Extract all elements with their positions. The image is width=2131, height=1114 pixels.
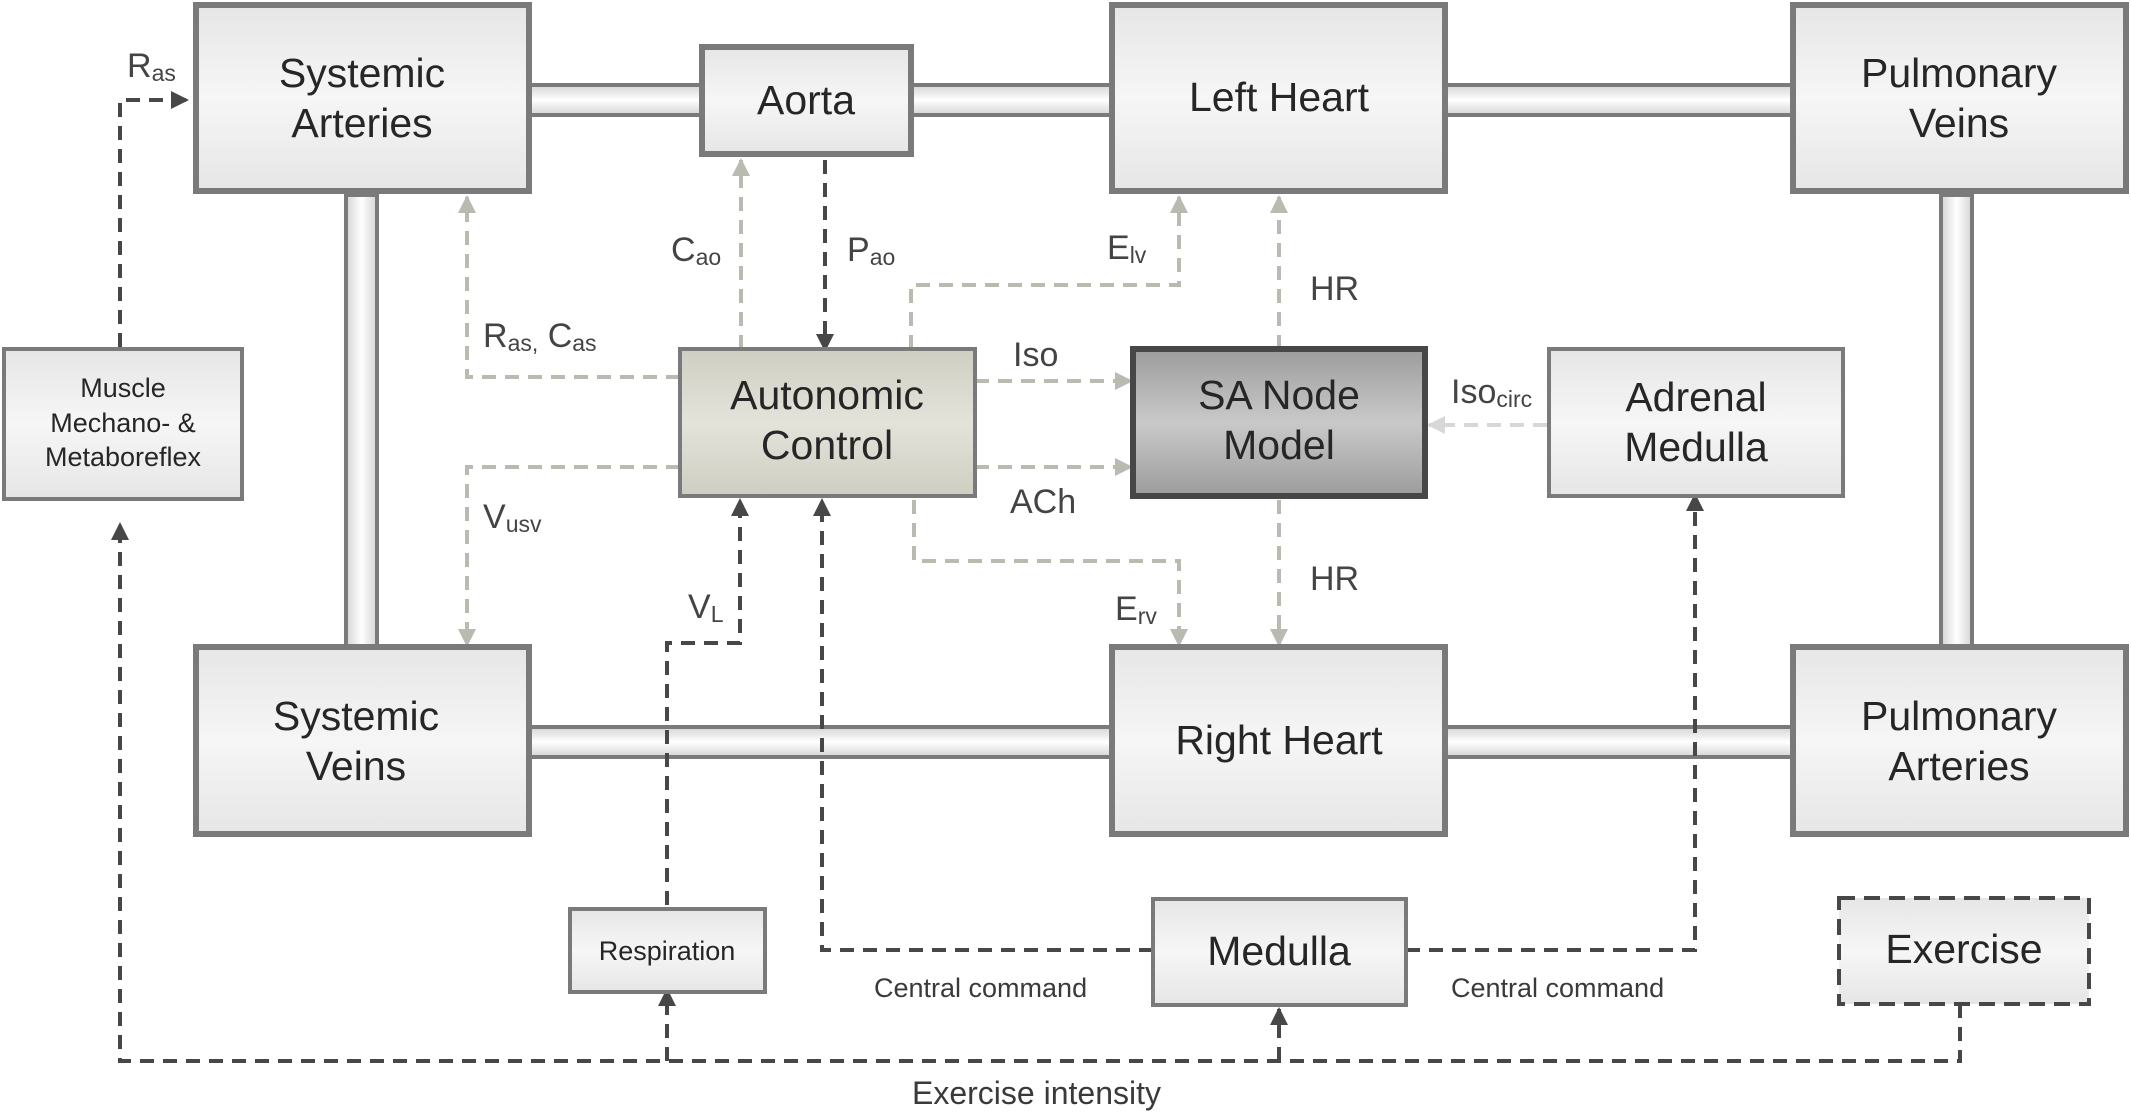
autonomic-control-label-2: Control: [761, 422, 893, 468]
label-ras: Ras: [127, 47, 176, 86]
label-vusv: Vusv: [483, 498, 542, 537]
vessel-pulmonary-arteries-veins: [1939, 193, 1974, 649]
label-ach: ACh: [1010, 483, 1076, 521]
label-exercise-intensity: Exercise intensity: [912, 1075, 1161, 1111]
pulmonary-veins-label-2: Veins: [1909, 100, 2009, 146]
box-muscle-reflex: Muscle Mechano- & Metaboreflex: [2, 347, 244, 501]
box-sa-node-model: SA Node Model: [1130, 346, 1428, 499]
pulmonary-veins-label-1: Pulmonary: [1861, 50, 2057, 96]
box-systemic-veins: Systemic Veins: [193, 644, 532, 837]
left-heart-label: Left Heart: [1189, 74, 1370, 120]
arrow-ras-cas: [458, 195, 680, 379]
label-pao: Pao: [847, 231, 895, 270]
box-adrenal-medulla: Adrenal Medulla: [1547, 347, 1845, 498]
label-iso: Iso: [1013, 336, 1058, 374]
muscle-label-2: Mechano- &: [50, 408, 196, 438]
autonomic-control-label-1: Autonomic: [730, 372, 924, 418]
arrow-central-command-left: [813, 498, 1153, 952]
box-systemic-arteries: Systemic Arteries: [193, 2, 532, 194]
aorta-label: Aorta: [757, 77, 855, 123]
pulmonary-arteries-label-1: Pulmonary: [1861, 693, 2057, 739]
arrow-ras: [118, 91, 189, 347]
sa-node-label-1: SA Node: [1198, 372, 1360, 418]
label-hr-top: HR: [1310, 270, 1359, 308]
label-elv: Elv: [1107, 229, 1147, 268]
box-left-heart: Left Heart: [1109, 2, 1448, 194]
systemic-veins-label-1: Systemic: [273, 693, 439, 739]
box-medulla: Medulla: [1151, 897, 1408, 1007]
box-aorta: Aorta: [699, 44, 914, 157]
arrow-central-command-right: [1406, 493, 1704, 952]
respiration-label: Respiration: [599, 936, 736, 966]
muscle-label-1: Muscle: [80, 373, 166, 403]
arrow-erv: [912, 500, 1188, 647]
label-cao: Cao: [671, 231, 721, 270]
edge-labels: Ras Cao Pao Elv HR Ras, Cas Iso Isocirc …: [127, 47, 1664, 1111]
label-central-command-right: Central command: [1451, 973, 1664, 1003]
label-iso-circ: Isocirc: [1451, 373, 1532, 412]
label-vl: VL: [688, 588, 724, 627]
connections: [111, 91, 1962, 1063]
adrenal-medulla-label-2: Medulla: [1624, 424, 1768, 470]
vessel-arteries-veins: [344, 193, 379, 649]
label-ras-cas: Ras, Cas: [483, 317, 597, 356]
arrow-vusv: [458, 465, 680, 647]
right-heart-label: Right Heart: [1175, 717, 1383, 763]
systemic-arteries-label-2: Arteries: [291, 100, 432, 146]
box-right-heart: Right Heart: [1109, 644, 1448, 837]
vessel-aorta-left-heart: [909, 83, 1114, 117]
sa-node-label-2: Model: [1223, 422, 1335, 468]
arrow-elv: [909, 195, 1188, 349]
box-pulmonary-veins: Pulmonary Veins: [1790, 2, 2129, 194]
adrenal-medulla-label-1: Adrenal: [1625, 374, 1766, 420]
medulla-label: Medulla: [1207, 928, 1351, 974]
exercise-label: Exercise: [1885, 926, 2042, 972]
label-erv: Erv: [1115, 590, 1157, 629]
vessel-right-heart-pulmonary-arteries: [1443, 725, 1795, 759]
box-exercise: Exercise: [1837, 896, 2091, 1006]
systemic-veins-label-2: Veins: [306, 743, 406, 789]
systemic-arteries-label-1: Systemic: [279, 50, 445, 96]
muscle-label-3: Metaboreflex: [45, 442, 202, 472]
vessels: [344, 83, 1974, 759]
arrow-vl: [665, 498, 749, 905]
arrow-exercise-intensity-muscle: [111, 522, 1962, 1063]
box-pulmonary-arteries: Pulmonary Arteries: [1790, 644, 2129, 837]
vessel-left-heart-pulmonary-veins: [1443, 83, 1795, 117]
pulmonary-arteries-label-2: Arteries: [1888, 743, 2029, 789]
label-hr-bottom: HR: [1310, 560, 1359, 598]
label-central-command-left: Central command: [874, 973, 1087, 1003]
box-autonomic-control: Autonomic Control: [678, 347, 977, 498]
box-respiration: Respiration: [568, 907, 767, 994]
vessel-arteries-aorta: [527, 83, 704, 117]
